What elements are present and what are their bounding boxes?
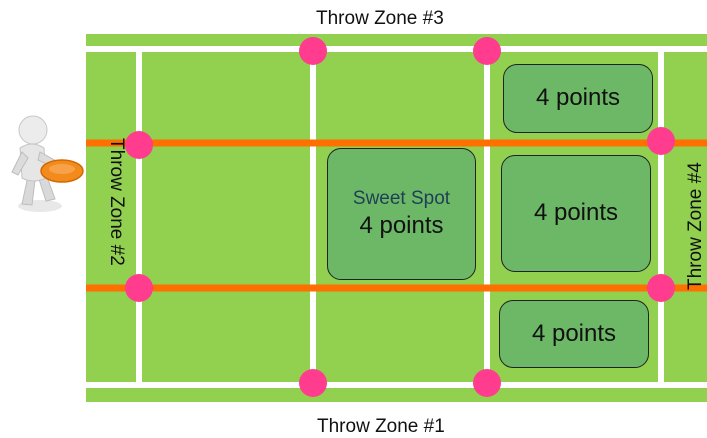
throw-zone-4-label: Throw Zone #4 xyxy=(686,162,705,290)
sweet-spot-title: Sweet Spot xyxy=(353,187,450,212)
scoring-box-top: 4 points xyxy=(503,64,653,133)
marker-dot xyxy=(299,37,327,65)
marker-dot xyxy=(647,274,675,302)
sweet-spot-points: 4 points xyxy=(359,212,443,241)
scoring-box-middle: 4 points xyxy=(501,155,651,272)
throw-zone-2-label: Throw Zone #2 xyxy=(107,138,126,266)
marker-dot xyxy=(473,369,501,397)
scoring-box-points: 4 points xyxy=(536,84,620,113)
marker-dot xyxy=(647,127,675,155)
scoring-box-points: 4 points xyxy=(532,320,616,349)
scoring-box-bottom: 4 points xyxy=(499,300,649,368)
scoring-box-points: 4 points xyxy=(534,199,618,228)
throw-zone-1-label: Throw Zone #1 xyxy=(317,416,445,438)
person-throwing-frisbee-icon xyxy=(12,116,83,212)
marker-dot xyxy=(125,131,153,159)
sweet-spot-box: Sweet Spot 4 points xyxy=(327,148,476,280)
marker-dot xyxy=(299,369,327,397)
marker-dot xyxy=(473,37,501,65)
marker-dot xyxy=(125,274,153,302)
throw-zone-3-label: Throw Zone #3 xyxy=(316,8,444,30)
